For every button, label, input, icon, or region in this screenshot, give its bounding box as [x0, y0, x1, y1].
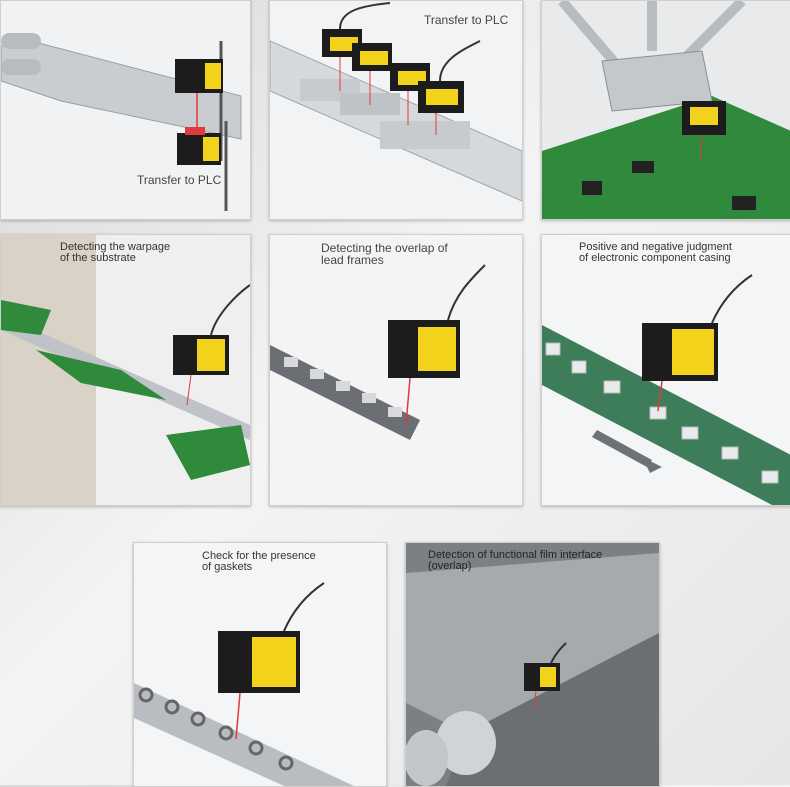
sensor-icon [418, 81, 464, 113]
sensor-icon [177, 127, 221, 165]
sensor-icon [642, 323, 718, 381]
caption-component-casing: Positive and negative judgment of electr… [579, 241, 732, 264]
caption-transfer-plc: Transfer to PLC [137, 173, 222, 187]
sensor-icon [682, 101, 726, 135]
sensor-icon [218, 631, 300, 693]
sensor-icon [524, 663, 560, 691]
panel-gaskets: Check for the presence of gaskets [133, 542, 387, 787]
metal-sheet-illustration [1, 1, 250, 219]
sensor-icon [175, 59, 223, 93]
caption-transfer-plc: Transfer to PLC [424, 13, 509, 27]
panel-lead-frames: Detecting the overlap of lead frames [269, 234, 523, 506]
panel-blocks-plc: Transfer to PLC [269, 0, 523, 220]
film-interface-illustration [406, 543, 659, 786]
lead-frames-illustration [270, 235, 522, 505]
component-casing-illustration [542, 235, 790, 505]
robot-pcb-illustration [542, 1, 790, 219]
caption-film-interface: Detection of functional film interface (… [428, 549, 603, 572]
blocks-illustration [270, 1, 522, 219]
caption-gaskets: Check for the presence of gaskets [202, 550, 316, 573]
gaskets-illustration [134, 543, 386, 786]
caption-warpage: Detecting the warpage of the substrate [60, 241, 171, 264]
sensor-icon [388, 320, 460, 378]
caption-lead-frames: Detecting the overlap of lead frames [321, 241, 448, 267]
panel-component-casing: Positive and negative judgment of electr… [541, 234, 790, 506]
sensor-icon [173, 335, 229, 375]
panel-film-interface: Detection of functional film interface (… [405, 542, 660, 787]
panel-metal-sheet-plc: Transfer to PLC [0, 0, 251, 220]
panel-robot-pcb [541, 0, 790, 220]
substrate-illustration [1, 235, 250, 505]
sensor-icon [352, 43, 392, 71]
panel-substrate-warpage: Detecting the warpage of the substrate [0, 234, 251, 506]
